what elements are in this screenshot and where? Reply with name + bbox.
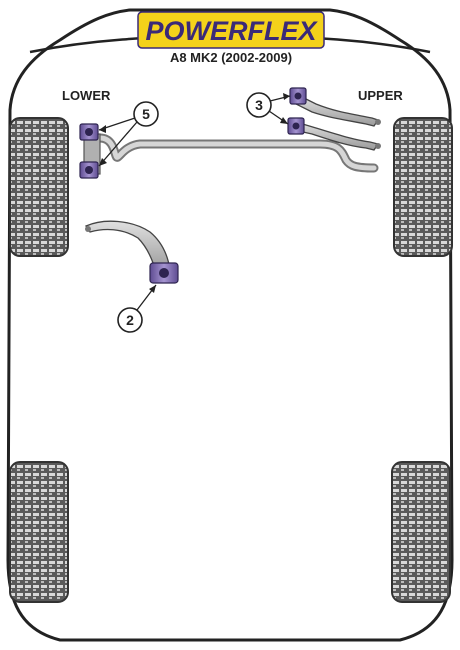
anti-roll-bar-highlight (85, 135, 377, 171)
front-right-wheel (393, 117, 453, 257)
rear-left-wheel (9, 461, 69, 603)
callout-2-number: 2 (126, 312, 134, 328)
upper-label: UPPER (358, 88, 403, 103)
upper-arm-bush-rear (287, 117, 305, 135)
callout-part-3: 3 (246, 92, 291, 125)
lower-control-arm-bush (149, 262, 179, 284)
upper-arm-front-ball-joint (375, 119, 381, 125)
upper-arm-rear (293, 121, 380, 151)
lower-arm-ball-joint (85, 226, 91, 232)
anti-roll-bar-bush-upper (79, 123, 99, 141)
rear-right-wheel (391, 461, 451, 603)
lower-label: LOWER (62, 88, 111, 103)
callout-3-number: 3 (255, 97, 263, 113)
car-body-outline (6, 8, 454, 642)
model-subtitle: A8 MK2 (2002-2009) (170, 50, 292, 65)
callout-part-2: 2 (117, 284, 157, 333)
brand-logo: POWERFLEX (137, 11, 325, 49)
upper-arm-rear-ball-joint (375, 143, 381, 149)
callout-5-number: 5 (142, 106, 150, 122)
upper-arm-bush-front (289, 87, 307, 105)
anti-roll-bar-bush-lower (79, 161, 99, 179)
callout-part-5: 5 (98, 101, 159, 167)
upper-arm-front (295, 95, 380, 127)
front-left-wheel (9, 117, 69, 257)
brand-name: POWERFLEX (145, 16, 318, 46)
